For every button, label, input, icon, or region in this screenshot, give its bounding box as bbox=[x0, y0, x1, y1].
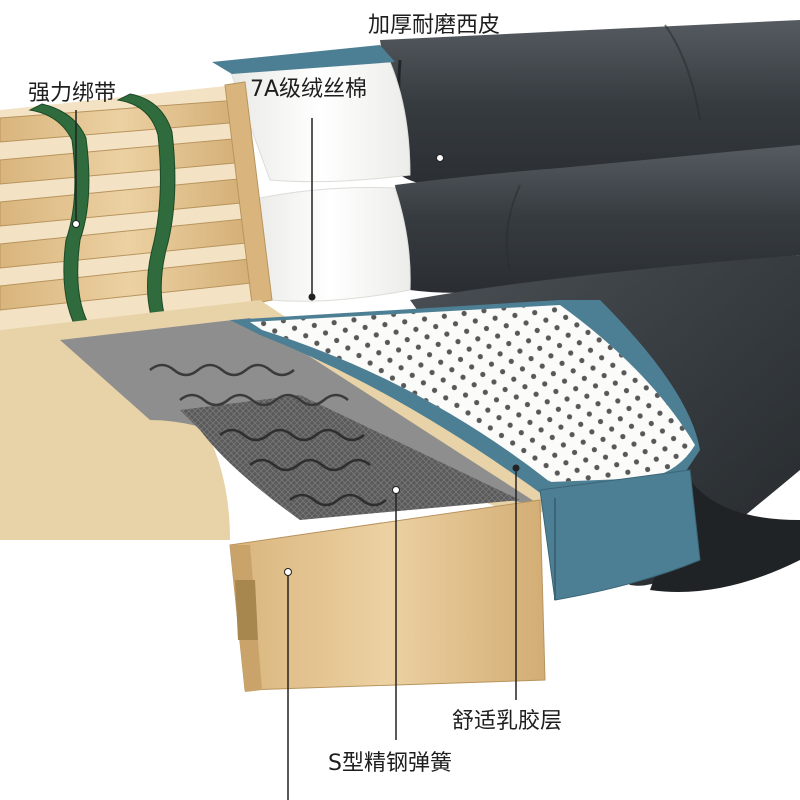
label-leather: 加厚耐磨西皮 bbox=[368, 13, 500, 38]
cotton-foam-upper bbox=[212, 45, 411, 183]
label-straps: 强力绑带 bbox=[28, 81, 116, 106]
callout-frame bbox=[284, 568, 292, 800]
callout-cotton bbox=[308, 118, 316, 301]
callout-leather bbox=[436, 154, 444, 162]
base-frame bbox=[0, 300, 560, 692]
latex-layer bbox=[230, 300, 701, 601]
wood-back-frame bbox=[0, 81, 273, 330]
back-cushion-lower bbox=[395, 145, 800, 293]
label-springs: S型精钢弹簧 bbox=[328, 751, 452, 776]
callout-springs bbox=[392, 486, 400, 740]
cotton-foam-lower bbox=[249, 187, 411, 302]
callout-latex bbox=[512, 464, 520, 700]
s-springs bbox=[149, 363, 387, 507]
callout-straps bbox=[72, 110, 80, 228]
label-latex: 舒适乳胶层 bbox=[452, 709, 562, 734]
label-cotton: 7A级绒丝棉 bbox=[250, 77, 367, 102]
